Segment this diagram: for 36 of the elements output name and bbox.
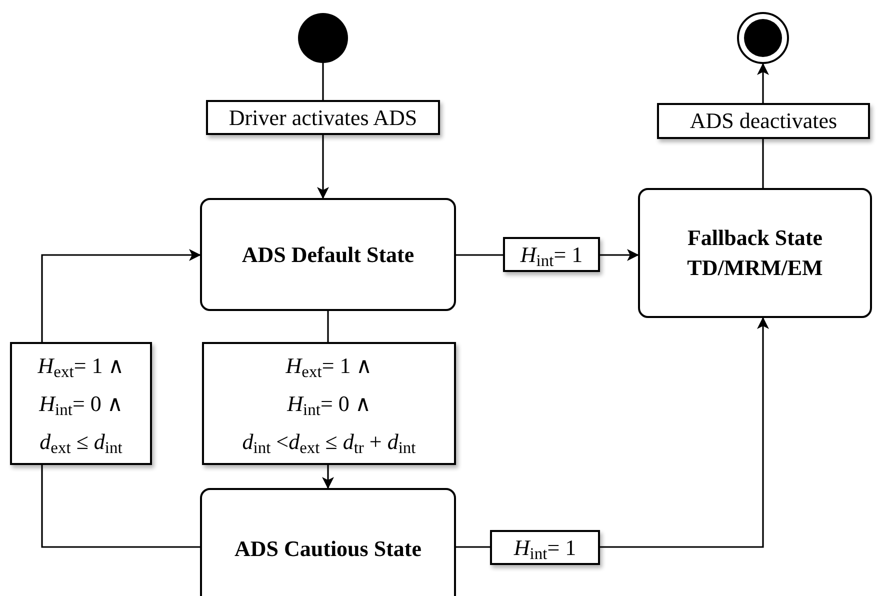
state-name: Fallback State TD/MRM/EM (686, 224, 824, 282)
arrow (322, 465, 334, 489)
arrow (41, 249, 201, 342)
state-name: ADS Default State (242, 240, 414, 268)
arrow (757, 63, 769, 103)
guard-text: H$_{ext}$= 1 ∧ (38, 352, 124, 383)
guard-box (490, 530, 600, 565)
state-box (638, 188, 872, 318)
connector-line (456, 546, 490, 548)
guard-text: H$_{ext}$= 1 ∧ (286, 352, 372, 383)
guard-text: H$_{int}$= 1 (514, 534, 576, 565)
end-node (737, 12, 789, 64)
connector-line (456, 254, 503, 256)
state-box (200, 488, 456, 596)
guard-box (503, 237, 600, 272)
guard-box (10, 342, 152, 465)
guard-text: d$_{int}$ <d$_{ext}$ ≤ d$_{tr}$ + d$_{int}$ (242, 428, 416, 459)
guard-text: H$_{int}$= 0 ∧ (287, 390, 371, 421)
arrow (600, 317, 769, 548)
guard-text: H$_{int}$= 1 (520, 240, 583, 272)
state-box (200, 198, 456, 311)
connector-line (762, 139, 764, 188)
connector-line (322, 63, 324, 100)
arrow (317, 135, 329, 199)
start-node (298, 13, 348, 63)
guard-box (657, 103, 870, 139)
guard-text: ADS deactivates (690, 107, 838, 135)
state-name: ADS Cautious State (234, 535, 422, 563)
connector-line (327, 311, 329, 342)
connector-line (41, 465, 200, 548)
guard-text: Driver activates ADS (228, 104, 418, 132)
guard-text: d$_{ext}$ ≤ d$_{int}$ (40, 428, 122, 459)
guard-text: H$_{int}$= 0 ∧ (39, 390, 123, 421)
guard-box (206, 100, 440, 135)
guard-box (202, 342, 456, 465)
arrow (600, 249, 639, 261)
